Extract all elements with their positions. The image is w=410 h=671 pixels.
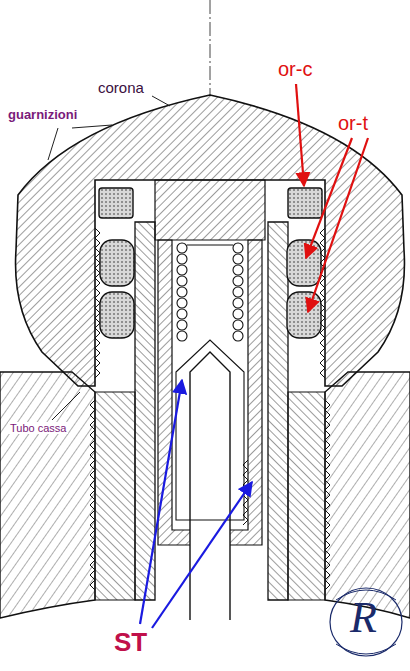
spring-coil <box>233 254 243 264</box>
thread-teeth <box>90 400 95 590</box>
thread-teeth <box>325 400 330 590</box>
watermark: R <box>348 594 379 642</box>
thread-teeth <box>320 228 325 378</box>
arrow-or-t <box>308 138 368 312</box>
case-tube-base-left <box>95 392 135 600</box>
spring-coil <box>233 265 243 275</box>
spring-coil <box>177 265 187 275</box>
gasket-or-c-left <box>99 188 133 218</box>
stem-pipe <box>176 340 244 520</box>
gasket-or-c-right <box>288 188 322 218</box>
leader-line <box>48 128 58 160</box>
part-label: ST <box>112 628 149 657</box>
spring-coil <box>177 298 187 308</box>
gasket-or-t-right-2 <box>287 292 321 338</box>
winding-stem <box>190 352 230 620</box>
spring-coil <box>177 254 187 264</box>
arrow-or-t <box>306 138 352 258</box>
case-tube-right <box>268 222 288 600</box>
part-label: corona <box>96 80 146 97</box>
case-tube-left <box>135 222 155 600</box>
crown-body <box>16 95 405 386</box>
leader-line <box>152 96 170 106</box>
case-tube-base-right <box>288 392 325 600</box>
case-right <box>325 372 410 618</box>
thread-teeth <box>95 228 100 378</box>
spring-coil <box>233 287 243 297</box>
spring-coil <box>233 276 243 286</box>
gasket-or-t-left-2 <box>100 292 134 338</box>
gasket-or-t-right-1 <box>287 240 321 286</box>
spring-coil <box>177 309 187 319</box>
part-label: Tubo cassa <box>8 422 68 434</box>
arrow-st <box>140 380 182 624</box>
spring-top <box>187 245 233 246</box>
arrow-st <box>152 482 252 628</box>
part-label: or-t <box>336 112 370 134</box>
axis-line <box>210 0 211 95</box>
spring-coil <box>177 287 187 297</box>
arrow-or-c <box>296 84 304 186</box>
spring-coil <box>177 276 187 286</box>
part-label: or-c <box>276 58 314 80</box>
spring-coil <box>177 320 187 330</box>
spring-coil <box>233 298 243 308</box>
spring-coil <box>233 243 243 253</box>
part-label: guarnizioni <box>6 108 79 122</box>
spring-coil <box>233 331 243 341</box>
watermark-ornament <box>330 588 402 656</box>
crown-hub <box>155 180 265 240</box>
leader-line <box>52 392 80 420</box>
spring-coil <box>233 309 243 319</box>
spring-coil <box>177 243 187 253</box>
leader-line <box>72 125 112 128</box>
spring-and-threads <box>90 228 330 590</box>
spring-coil <box>233 320 243 330</box>
gasket-or-t-left-1 <box>100 240 134 286</box>
watermark-ornament <box>336 590 396 654</box>
spring-coil <box>177 331 187 341</box>
case-left <box>0 372 95 618</box>
